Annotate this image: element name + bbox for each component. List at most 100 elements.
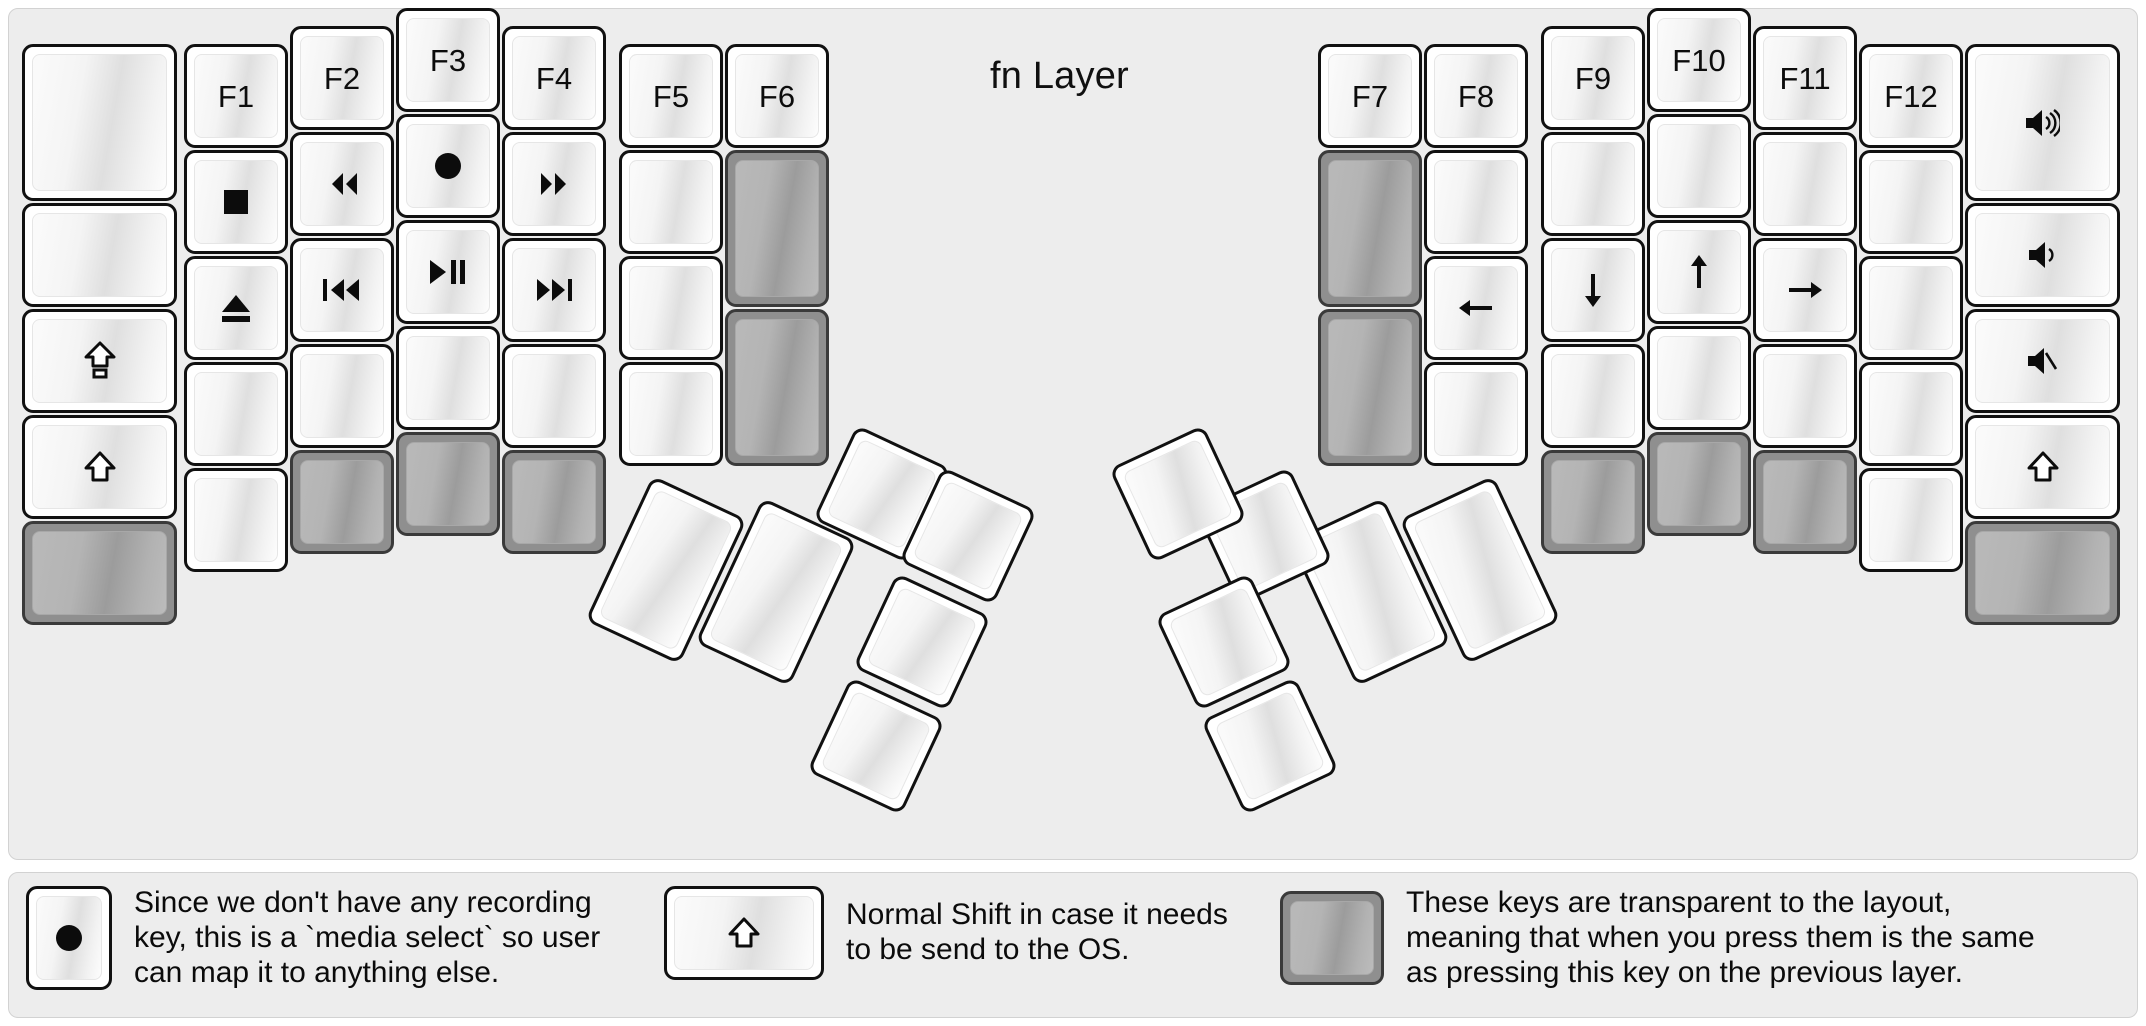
col-outer-left-key-3[interactable] [22,309,177,413]
keycap-face [32,54,167,191]
keycap-face [1763,354,1847,438]
legend-description-2: Normal Shift in case it needs to be send… [846,898,1228,966]
keycap-face [1122,438,1234,550]
col-f2-key-3[interactable] [290,238,394,342]
col-f11-key-5[interactable] [1753,450,1857,554]
col-f8-key-1[interactable]: F8 [1424,44,1528,148]
col-f7-key-2[interactable] [1318,150,1422,307]
keycap-face [1975,425,2110,509]
col-f3-key-3[interactable] [396,220,500,324]
keycap-face [512,354,596,438]
col-f8-key-3[interactable] [1424,256,1528,360]
col-outer-left-key-5[interactable] [22,521,177,625]
shift-icon [728,917,760,949]
col-f2-key-2[interactable] [290,132,394,236]
legend-panel [8,872,2138,1018]
keycap-face [629,160,713,244]
keycap-face [406,18,490,102]
col-outer-right-key-3[interactable] [1965,309,2120,413]
keycap-face [1551,460,1635,544]
col-f8-key-4[interactable] [1424,362,1528,466]
keycap-face [1869,160,1953,244]
col-f12-key-2[interactable] [1859,150,1963,254]
col-f4-key-4[interactable] [502,344,606,448]
col-f10-key-3[interactable] [1647,220,1751,324]
col-f11-key-4[interactable] [1753,344,1857,448]
keycap-face [1434,160,1518,244]
col-f6-key-2[interactable] [725,150,829,307]
col-f5-key-2[interactable] [619,150,723,254]
keycap-face [1657,336,1741,420]
keycap-face [1551,354,1635,438]
col-f10-key-1[interactable]: F10 [1647,8,1751,112]
col-f4-key-5[interactable] [502,450,606,554]
keycap-face [735,160,819,297]
legend-sample-key-1 [26,886,112,991]
col-f3-key-5[interactable] [396,432,500,536]
col-f4-key-3[interactable] [502,238,606,342]
keycap-face [1328,160,1412,297]
col-f4-key-2[interactable] [502,132,606,236]
col-f9-key-3[interactable] [1541,238,1645,342]
keycap-face [1657,18,1741,102]
col-f3-key-1[interactable]: F3 [396,8,500,112]
col-f12-key-3[interactable] [1859,256,1963,360]
keycap-face [866,586,978,698]
keycap-face [194,160,278,244]
col-f5-key-1[interactable]: F5 [619,44,723,148]
record-icon [54,923,84,953]
col-f5-key-4[interactable] [619,362,723,466]
keycap-face [820,690,932,802]
legend-sample-key-2 [664,886,824,980]
keycap-face [512,248,596,332]
col-outer-right-key-1[interactable] [1965,44,2120,201]
col-f9-key-2[interactable] [1541,132,1645,236]
col-f10-key-5[interactable] [1647,432,1751,536]
col-f9-key-1[interactable]: F9 [1541,26,1645,130]
col-f6-key-3[interactable] [725,309,829,466]
col-f1-key-4[interactable] [184,362,288,466]
keycap-face [194,478,278,562]
col-f12-key-4[interactable] [1859,362,1963,466]
col-f1-key-1[interactable]: F1 [184,44,288,148]
keycap-face [512,36,596,120]
col-f10-key-2[interactable] [1647,114,1751,218]
col-f5-key-3[interactable] [619,256,723,360]
col-f9-key-5[interactable] [1541,450,1645,554]
col-f12-key-1[interactable]: F12 [1859,44,1963,148]
keycap-face [629,54,713,138]
keycap-face [194,372,278,456]
col-outer-left-key-2[interactable] [22,203,177,307]
col-f1-key-2[interactable] [184,150,288,254]
col-f8-key-2[interactable] [1424,150,1528,254]
col-outer-right-key-2[interactable] [1965,203,2120,307]
col-f11-key-1[interactable]: F11 [1753,26,1857,130]
col-f2-key-1[interactable]: F2 [290,26,394,130]
col-outer-left-key-4[interactable] [22,415,177,519]
col-f11-key-3[interactable] [1753,238,1857,342]
col-f1-key-3[interactable] [184,256,288,360]
page-title: fn Layer [990,55,1129,97]
col-f1-key-5[interactable] [184,468,288,572]
col-f6-key-1[interactable]: F6 [725,44,829,148]
col-f3-key-4[interactable] [396,326,500,430]
col-f3-key-2[interactable] [396,114,500,218]
col-outer-right-key-4[interactable] [1965,415,2120,519]
keycap-face [406,124,490,208]
keycap-face [1763,36,1847,120]
col-f4-key-1[interactable]: F4 [502,26,606,130]
keycap-face [629,266,713,350]
col-f7-key-1[interactable]: F7 [1318,44,1422,148]
col-outer-left-key-1[interactable] [22,44,177,201]
keycap-face [1763,142,1847,226]
col-f10-key-4[interactable] [1647,326,1751,430]
keycap-face [300,354,384,438]
col-f2-key-5[interactable] [290,450,394,554]
col-f2-key-4[interactable] [290,344,394,448]
legend-item-1: Since we don't have any recording key, t… [26,886,600,991]
col-f11-key-2[interactable] [1753,132,1857,236]
col-f7-key-3[interactable] [1318,309,1422,466]
col-f12-key-5[interactable] [1859,468,1963,572]
col-f9-key-4[interactable] [1541,344,1645,448]
col-outer-right-key-5[interactable] [1965,521,2120,625]
